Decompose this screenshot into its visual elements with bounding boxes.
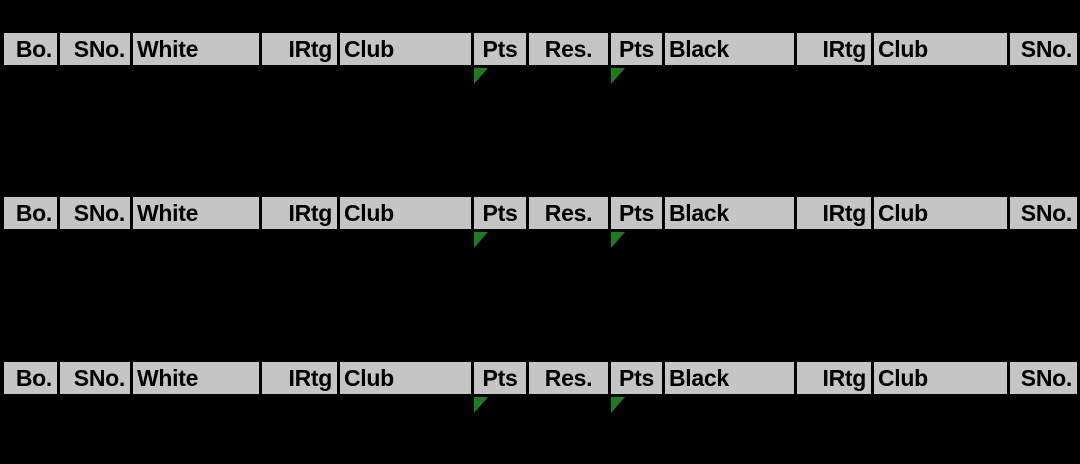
header-cell-sno-white[interactable]: SNo. xyxy=(60,197,130,229)
header-cell-sno-black[interactable]: SNo. xyxy=(1010,33,1077,65)
header-cell-pts-white[interactable]: Pts xyxy=(474,197,526,229)
header-cell-club-black[interactable]: Club xyxy=(874,362,1007,394)
header-cell-irtg-black[interactable]: IRtg xyxy=(797,197,871,229)
sort-triangle-icon xyxy=(611,232,625,248)
header-cell-irtg-black[interactable]: IRtg xyxy=(797,33,871,65)
header-cell-club-black[interactable]: Club xyxy=(874,33,1007,65)
header-cell-black[interactable]: Black xyxy=(665,362,794,394)
sort-triangle-icon xyxy=(474,397,488,413)
sort-triangle-icon xyxy=(474,232,488,248)
sort-triangle-icon xyxy=(474,68,488,84)
header-cell-board[interactable]: Bo. xyxy=(4,362,57,394)
pairings-table-header: Bo. SNo. White IRtg Club Pts Res. Pts Bl… xyxy=(0,33,1080,65)
header-cell-pts-white[interactable]: Pts xyxy=(474,33,526,65)
header-cell-pts-black[interactable]: Pts xyxy=(611,33,662,65)
header-cell-irtg-white[interactable]: IRtg xyxy=(262,362,337,394)
header-cell-irtg-white[interactable]: IRtg xyxy=(262,33,337,65)
sort-triangle-icon xyxy=(611,68,625,84)
pairings-table-header: Bo. SNo. White IRtg Club Pts Res. Pts Bl… xyxy=(0,362,1080,394)
header-cell-board[interactable]: Bo. xyxy=(4,197,57,229)
header-cell-irtg-black[interactable]: IRtg xyxy=(797,362,871,394)
header-cell-club-white[interactable]: Club xyxy=(340,362,471,394)
header-cell-sno-white[interactable]: SNo. xyxy=(60,362,130,394)
header-cell-club-white[interactable]: Club xyxy=(340,197,471,229)
header-cell-result[interactable]: Res. xyxy=(529,197,608,229)
header-cell-white[interactable]: White xyxy=(133,197,259,229)
header-cell-black[interactable]: Black xyxy=(665,33,794,65)
header-cell-sno-white[interactable]: SNo. xyxy=(60,33,130,65)
header-cell-pts-black[interactable]: Pts xyxy=(611,197,662,229)
header-cell-irtg-white[interactable]: IRtg xyxy=(262,197,337,229)
header-cell-pts-white[interactable]: Pts xyxy=(474,362,526,394)
header-cell-black[interactable]: Black xyxy=(665,197,794,229)
header-cell-sno-black[interactable]: SNo. xyxy=(1010,197,1077,229)
header-cell-board[interactable]: Bo. xyxy=(4,33,57,65)
pairings-table-header: Bo. SNo. White IRtg Club Pts Res. Pts Bl… xyxy=(0,197,1080,229)
header-cell-club-black[interactable]: Club xyxy=(874,197,1007,229)
header-cell-sno-black[interactable]: SNo. xyxy=(1010,362,1077,394)
header-cell-club-white[interactable]: Club xyxy=(340,33,471,65)
header-cell-pts-black[interactable]: Pts xyxy=(611,362,662,394)
header-cell-white[interactable]: White xyxy=(133,33,259,65)
sort-triangle-icon xyxy=(611,397,625,413)
header-cell-result[interactable]: Res. xyxy=(529,362,608,394)
header-cell-white[interactable]: White xyxy=(133,362,259,394)
header-cell-result[interactable]: Res. xyxy=(529,33,608,65)
